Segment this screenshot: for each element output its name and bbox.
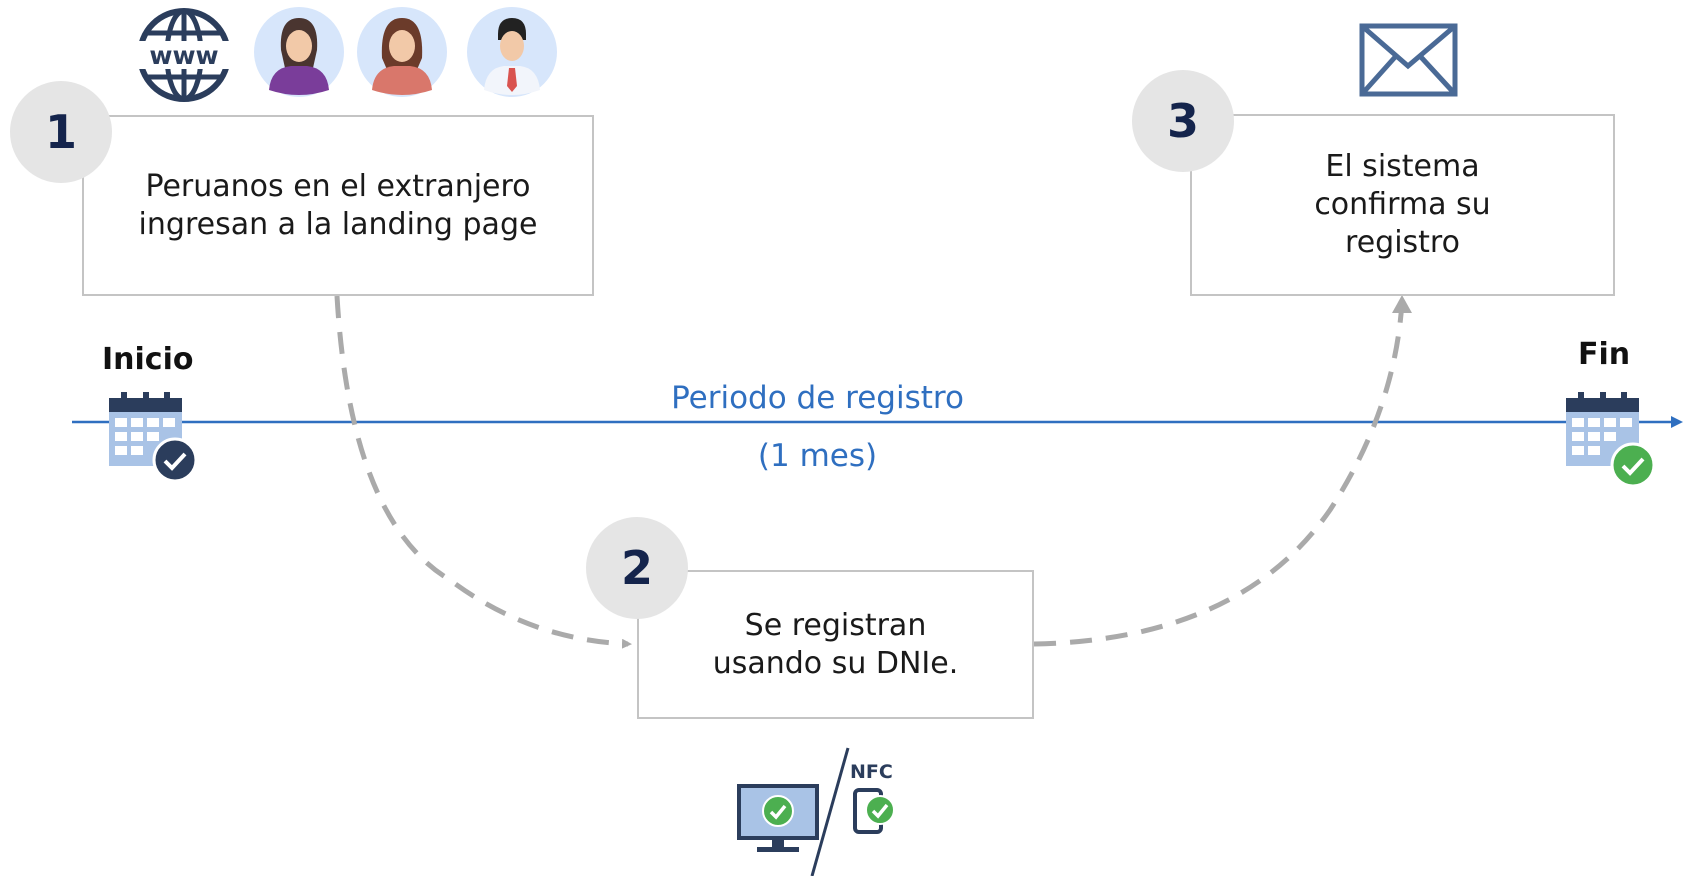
phone-check-icon: [853, 788, 895, 834]
calendar-end-icon: [1566, 392, 1656, 488]
svg-text:www: www: [149, 41, 218, 70]
envelope-icon: [1359, 23, 1458, 97]
calendar-start-icon: [109, 392, 198, 483]
step-1-number-badge: 1: [10, 81, 112, 183]
woman-avatar-icon: [357, 7, 447, 97]
step-3-line: El sistema: [1325, 149, 1480, 184]
timeline-arrowhead: [1671, 416, 1683, 428]
step-1-line: Peruanos en el extranjero: [145, 168, 531, 204]
monitor-check-icon: [737, 784, 819, 852]
step-3-line: confirma su: [1314, 187, 1491, 222]
timeline-start-label: Inicio: [102, 342, 194, 377]
woman-avatar-icon: [254, 7, 344, 97]
step-1-line: ingresan a la landing page: [138, 206, 538, 242]
step-2-line: Se registran: [744, 607, 927, 643]
step-3-number-badge: 3: [1132, 70, 1234, 172]
connector-step2-to-step3: [1033, 301, 1405, 647]
divider-slash: [810, 747, 850, 876]
www-globe-icon: www: [132, 8, 236, 102]
step-2-box: Se registran usando su DNIe.: [637, 570, 1034, 719]
step-3-box: El sistema confirma su registro: [1190, 114, 1615, 296]
period-label: Periodo de registro: [671, 380, 964, 416]
step-1-box: Peruanos en el extranjero ingresan a la …: [82, 115, 594, 296]
connector-step3-arrowhead: [1392, 295, 1412, 313]
duration-label: (1 mes): [757, 438, 878, 474]
timeline-end-label: Fin: [1578, 337, 1631, 372]
nfc-label: NFC: [850, 761, 893, 783]
step-2-number-badge: 2: [586, 517, 688, 619]
step-3-line: registro: [1345, 225, 1460, 260]
connector-step1-to-step2: [334, 295, 632, 649]
man-avatar-icon: [467, 7, 557, 97]
step-2-line: usando su DNIe.: [712, 645, 959, 681]
